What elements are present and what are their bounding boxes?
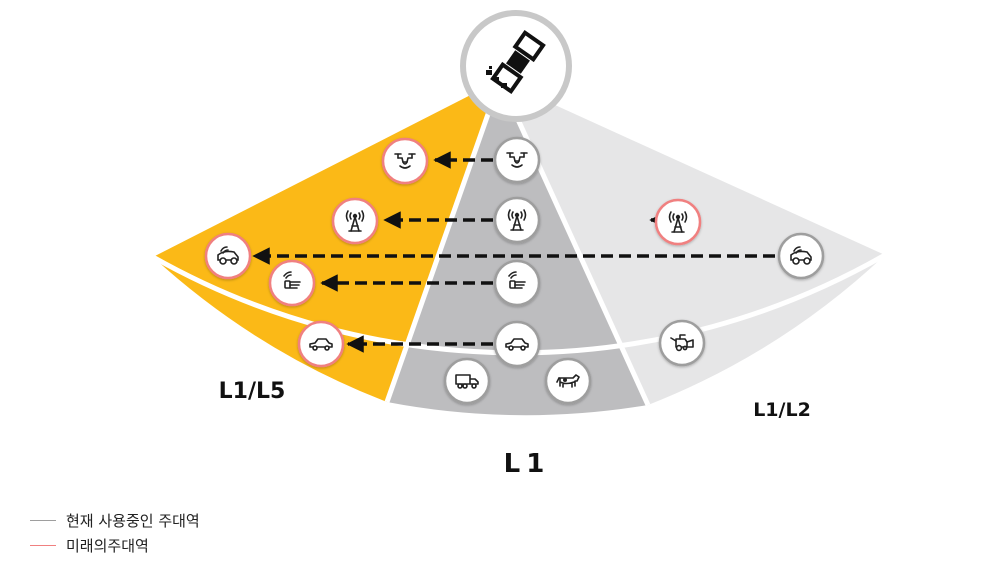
legend-future: 미래의주대역 [30, 535, 149, 556]
node-mower-l2 [777, 232, 825, 280]
node-wearable-l5 [268, 259, 316, 307]
node-car-l5 [297, 320, 345, 368]
legend-current-swatch [30, 520, 56, 521]
node-wearable-l1 [493, 259, 541, 307]
band-l1l2 [500, 80, 885, 405]
label-l1: L1 [504, 449, 551, 479]
label-l1l5: L1/L5 [219, 379, 286, 404]
node-drone-l5 [381, 137, 429, 185]
node-tower-l1 [493, 196, 541, 244]
separator-l5-l1 [384, 79, 503, 403]
signal-waves [486, 66, 507, 88]
node-truck-l1 [443, 357, 491, 405]
legend-current-text: 현재 사용중인 주대역 [66, 512, 200, 530]
node-tower-l2 [654, 198, 702, 246]
node-mower-l5 [204, 232, 252, 280]
node-cow-l1 [544, 357, 592, 405]
label-l1l2: L1/L2 [753, 399, 811, 421]
migration-arrows [252, 151, 775, 353]
node-harvester-l2 [658, 319, 706, 367]
separator-l1-l2 [497, 78, 651, 407]
node-tower-l5 [331, 197, 379, 245]
node-drone-l1 [493, 136, 541, 184]
band-l1 [387, 80, 648, 416]
legend-future-swatch [30, 545, 56, 546]
legend-future-text: 미래의주대역 [66, 537, 149, 555]
node-car-l1 [493, 320, 541, 368]
legend-current: 현재 사용중인 주대역 [30, 510, 200, 531]
